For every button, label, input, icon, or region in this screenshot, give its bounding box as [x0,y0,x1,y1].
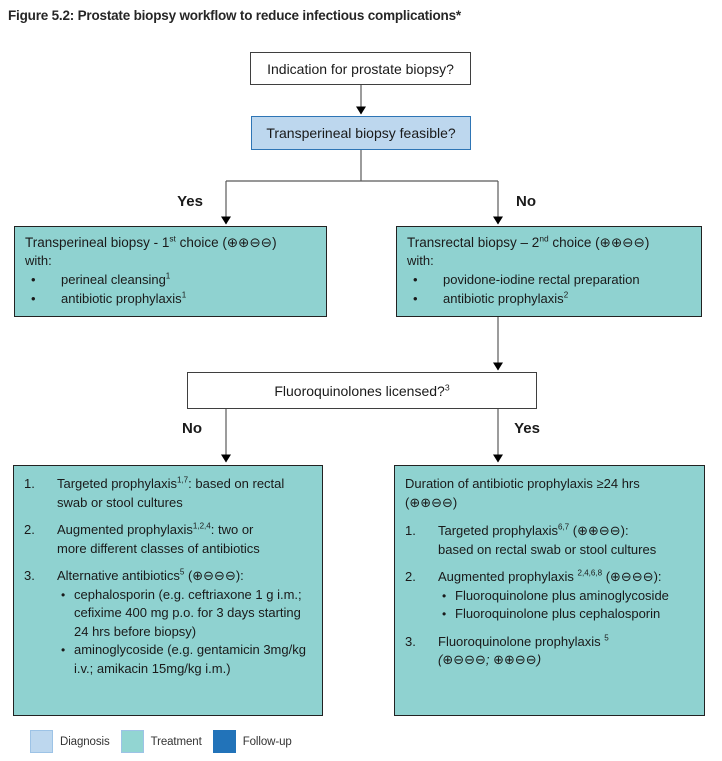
bullet-text: antibiotic prophylaxis2 [443,290,569,306]
no-fluoroquinolone-options-box: 1. Targeted prophylaxis1,7: based on rec… [13,465,323,716]
numbered-item: 1. Targeted prophylaxis1,7: based on rec… [24,475,312,512]
bullet-icon: • [413,272,418,287]
transperineal-with-label: with: [25,253,52,268]
transrectal-box: Transrectal biopsy – 2nd choice (⊕⊕⊖⊖) w… [396,226,702,317]
list-item: • antibiotic prophylaxis2 [407,289,691,308]
sub-bullet: • Fluoroquinolone plus cephalosporin [442,605,694,624]
numbered-item: 3. Fluoroquinolone prophylaxis 5(⊕⊖⊖⊖; ⊕… [405,633,694,670]
item-number: 1. [24,476,35,491]
item-text: Targeted prophylaxis6,7 (⊕⊕⊖⊖):based on … [438,522,657,557]
list-item: • perineal cleansing1 [25,270,316,289]
branch2-yes-label: Yes [514,420,540,437]
indication-text: Indication for prostate biopsy? [267,60,454,77]
feasible-text: Transperineal biopsy feasible? [266,125,456,141]
transrectal-title: Transrectal biopsy – 2nd choice (⊕⊕⊖⊖) [407,233,650,250]
branch1-split-line [226,150,498,182]
list-item: • antibiotic prophylaxis1 [25,289,316,308]
transperineal-title: Transperineal biopsy - 1st choice (⊕⊕⊖⊖) [25,233,277,250]
item-text: Targeted prophylaxis1,7: based on rectal… [57,475,285,510]
transrectal-with-label: with: [407,253,434,268]
sub-bullet: • cephalosporin (e.g. ceftriaxone 1 g i.… [61,586,312,642]
duration-prophylaxis-box: Duration of antibiotic prophylaxis ≥24 h… [394,465,705,716]
treatment-label: Treatment [150,735,202,748]
item-number: 1. [405,523,416,538]
bullet-text: antibiotic prophylaxis1 [61,290,187,306]
sub-bullet-text: Fluoroquinolone plus aminoglycoside [455,587,669,603]
sub-bullet: • Fluoroquinolone plus aminoglycoside [442,587,694,606]
sub-bullet-text: Fluoroquinolone plus cephalosporin [455,606,661,621]
sub-bullet: • aminoglycoside (e.g. gentamicin 3mg/kg… [61,641,312,678]
branch2-no-label: No [182,420,202,437]
item-number: 3. [24,568,35,583]
diagnosis-swatch [30,730,53,753]
item-text: Fluoroquinolone prophylaxis 5(⊕⊖⊖⊖; ⊕⊕⊖⊖… [438,633,609,668]
followup-swatch [212,730,236,753]
sub-bullet-text: cephalosporin (e.g. ceftriaxone 1 g i.m.… [74,586,302,639]
item-text-line: Alternative antibiotics5 (⊕⊖⊖⊖): [57,567,244,583]
bullet-icon: • [442,588,447,603]
list-item: • povidone-iodine rectal preparation [407,270,691,289]
item-number: 2. [405,569,416,584]
bullet-icon: • [413,291,418,306]
branch1-yes-label: Yes [177,193,203,210]
item-number: 2. [24,522,35,537]
figure-title: Figure 5.2: Prostate biopsy workflow to … [8,8,461,23]
item-text: Augmented prophylaxis 2,4,6,8 (⊕⊖⊖⊖): • … [438,568,694,624]
transperineal-box: Transperineal biopsy - 1st choice (⊕⊕⊖⊖)… [14,226,327,317]
bullet-icon: • [31,291,36,306]
numbered-item: 3. Alternative antibiotics5 (⊕⊖⊖⊖): • ce… [24,567,312,678]
bullet-icon: • [61,587,66,602]
followup-label: Follow-up [242,735,292,748]
treatment-swatch [120,730,144,753]
fluoroquinolones-licensed-text: Fluoroquinolones licensed?3 [274,381,450,399]
indication-box: Indication for prostate biopsy? [250,52,471,85]
bullet-icon: • [61,643,66,657]
bullet-icon: • [442,607,447,621]
legend: Diagnosis Treatment Follow-up [30,730,303,753]
bullet-text: perineal cleansing1 [61,271,171,287]
feasible-box: Transperineal biopsy feasible? [251,116,471,150]
item-text: Alternative antibiotics5 (⊕⊖⊖⊖): • cepha… [57,567,312,678]
bullet-text: povidone-iodine rectal preparation [443,272,640,287]
diagnosis-label: Diagnosis [60,735,110,748]
branch1-no-label: No [516,193,536,210]
bullet-icon: • [31,272,36,287]
item-text-line: Augmented prophylaxis 2,4,6,8 (⊕⊖⊖⊖): [438,568,662,584]
fluoroquinolones-licensed-box: Fluoroquinolones licensed?3 [187,372,537,409]
numbered-item: 1. Targeted prophylaxis6,7 (⊕⊕⊖⊖):based … [405,522,694,559]
duration-heading: Duration of antibiotic prophylaxis ≥24 h… [405,476,640,510]
item-number: 3. [405,633,416,649]
numbered-item: 2. Augmented prophylaxis 2,4,6,8 (⊕⊖⊖⊖):… [405,568,694,624]
